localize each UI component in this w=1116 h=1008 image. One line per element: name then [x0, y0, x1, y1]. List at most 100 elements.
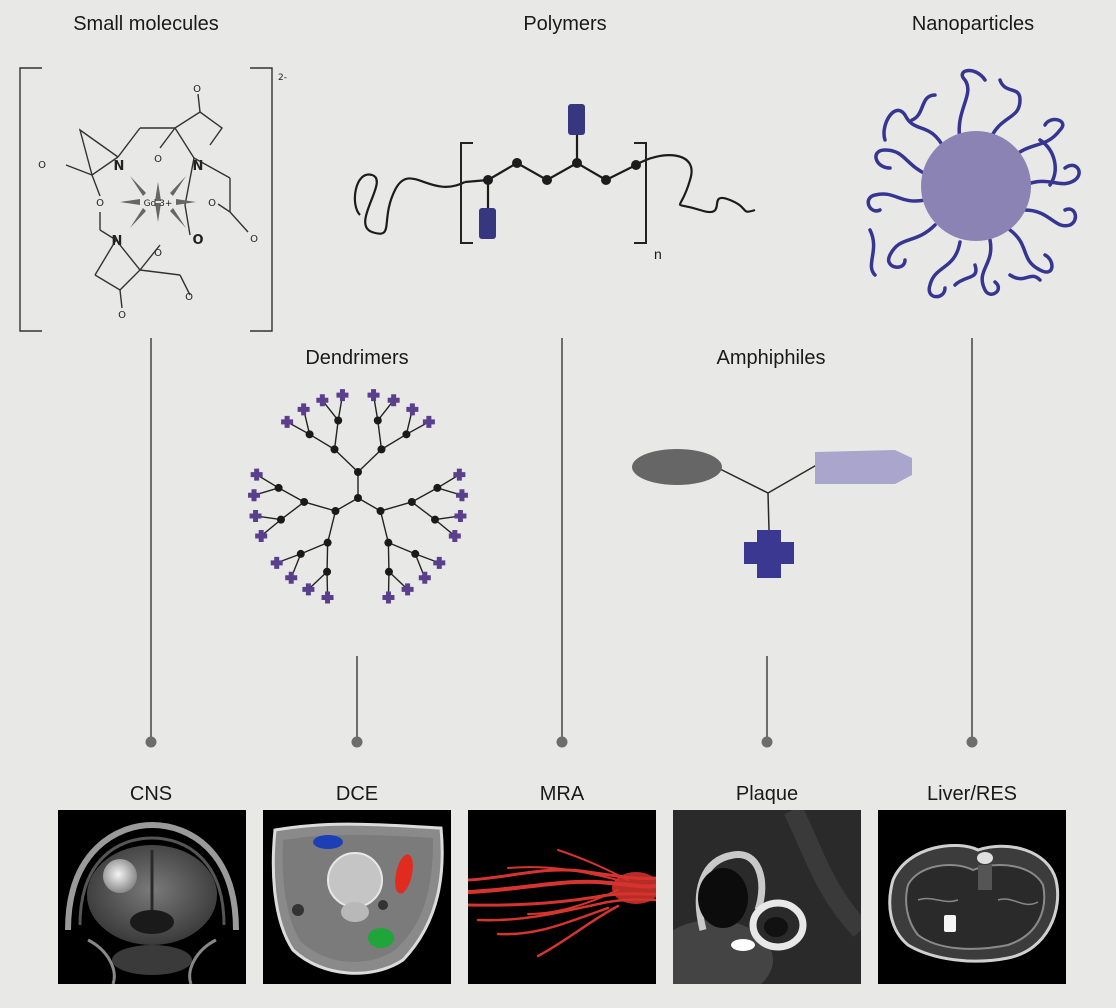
dendrimer-node — [376, 507, 385, 515]
repeat-subscript: n — [654, 246, 662, 262]
dendrimer-terminal-group — [453, 468, 466, 481]
dendrimer-node — [334, 416, 343, 425]
polymer-node — [631, 160, 641, 170]
dendrimer-node — [384, 538, 393, 547]
polymer-bracket-left — [460, 142, 473, 244]
dendrimer-node — [431, 515, 440, 524]
nanoparticle-core — [921, 131, 1031, 241]
oxygen-label: O — [118, 310, 126, 321]
charge-label: 2- — [278, 73, 287, 83]
small-molecules-label: Small molecules — [73, 13, 219, 35]
dendrimer-bond — [300, 542, 328, 555]
dendrimer-terminal-group — [281, 415, 294, 428]
dendrimer-bond — [280, 501, 305, 521]
dendrimer-bond — [377, 420, 383, 450]
dendrimer-terminal-group — [454, 509, 467, 522]
dendrimer-bond — [334, 448, 359, 473]
cns-mri-image — [58, 810, 246, 984]
dendrimer-terminal-group — [433, 556, 446, 569]
polymer-chain-right — [635, 154, 756, 213]
dendrimer-node — [407, 497, 416, 506]
polymer-node — [572, 158, 582, 168]
plaque-mri-image — [673, 810, 861, 984]
dendrimer-node — [305, 430, 314, 439]
oxygen-label: O — [38, 160, 46, 171]
dendrimer-core — [354, 494, 362, 502]
connector-dot — [145, 736, 157, 748]
dendrimer-terminal-group — [250, 468, 263, 481]
dendrimer-node — [330, 445, 339, 454]
dce-roi-red — [395, 854, 413, 894]
oxide-label: O — [96, 198, 104, 209]
dendrimer-node — [331, 507, 340, 515]
amphiphile-cross — [744, 530, 794, 578]
dce-label: DCE — [335, 783, 379, 805]
dendrimer-terminal-group — [302, 583, 315, 596]
dendrimer-node — [384, 567, 393, 576]
polymer-node — [601, 175, 611, 185]
liver-res-mri-image — [878, 810, 1066, 984]
connector-dot — [966, 736, 978, 748]
dendrimer-node — [276, 515, 285, 524]
dendrimer-bond — [309, 433, 335, 450]
dendrimer-bond — [387, 542, 390, 572]
connector-dot — [761, 736, 773, 748]
nitrogen-label: N — [114, 159, 125, 174]
oxide-bold-label: O — [192, 233, 203, 248]
dendrimer-node — [377, 445, 386, 454]
oxide-label: O — [154, 154, 162, 165]
dendrimer-bond — [335, 497, 359, 512]
dendrimer-bond — [379, 510, 390, 543]
dendrimer-terminal-group — [418, 571, 431, 584]
bracket-left — [19, 67, 42, 332]
dendrimer-terminal-group — [448, 529, 461, 542]
liver-res-label: Liver/RES — [926, 783, 1018, 805]
dendrimer-bond — [321, 399, 339, 421]
polymer-node — [483, 175, 493, 185]
nanoparticles-label: Nanoparticles — [911, 13, 1035, 35]
dendrimer-bond — [381, 433, 407, 450]
dce-roi-green — [368, 928, 394, 948]
mra-image — [468, 810, 656, 984]
dendrimer-node — [296, 549, 305, 558]
dendrimer-bond — [326, 510, 337, 543]
dendrimer-terminal-group — [248, 489, 261, 502]
gd-label: Gd 3+ — [144, 199, 173, 209]
connector-dot — [351, 736, 363, 748]
dendrimer-node — [274, 483, 283, 492]
dendrimers-label: Dendrimers — [305, 347, 409, 369]
dendrimer-node — [411, 549, 420, 558]
dendrimer-terminal-group — [321, 591, 334, 604]
dendrimer-terminal-group — [406, 403, 419, 416]
dendrimer-node — [402, 430, 411, 439]
dce-mri-image — [263, 810, 451, 984]
amphiphiles-label: Amphiphiles — [716, 347, 826, 369]
mra-label: MRA — [539, 783, 585, 805]
dendrimer-bond — [380, 501, 413, 512]
dendrimer-bond — [411, 487, 438, 503]
dendrimer-bond — [260, 519, 282, 537]
polymer-node — [512, 158, 522, 168]
polymer-node — [542, 175, 552, 185]
oxide-label: O — [208, 198, 216, 209]
polymer-chain-left — [353, 173, 466, 235]
polymer-bracket-right — [634, 142, 647, 244]
cns-label: CNS — [129, 783, 173, 805]
dendrimer-node — [433, 483, 442, 492]
polymers-label: Polymers — [523, 13, 607, 35]
amphiphile-tail — [815, 450, 912, 484]
polymer-pendant-block — [568, 104, 585, 135]
nitrogen-label: N — [112, 234, 123, 249]
oxide-label: O — [154, 248, 162, 259]
dendrimer-bond — [333, 420, 339, 450]
oxygen-label: O — [185, 292, 193, 303]
dendrimer-terminal-group — [382, 591, 395, 604]
dendrimer-terminal-group — [387, 394, 400, 407]
oxygen-label: O — [193, 84, 201, 95]
bracket-right — [250, 67, 273, 332]
dendrimer-bond — [357, 448, 382, 473]
